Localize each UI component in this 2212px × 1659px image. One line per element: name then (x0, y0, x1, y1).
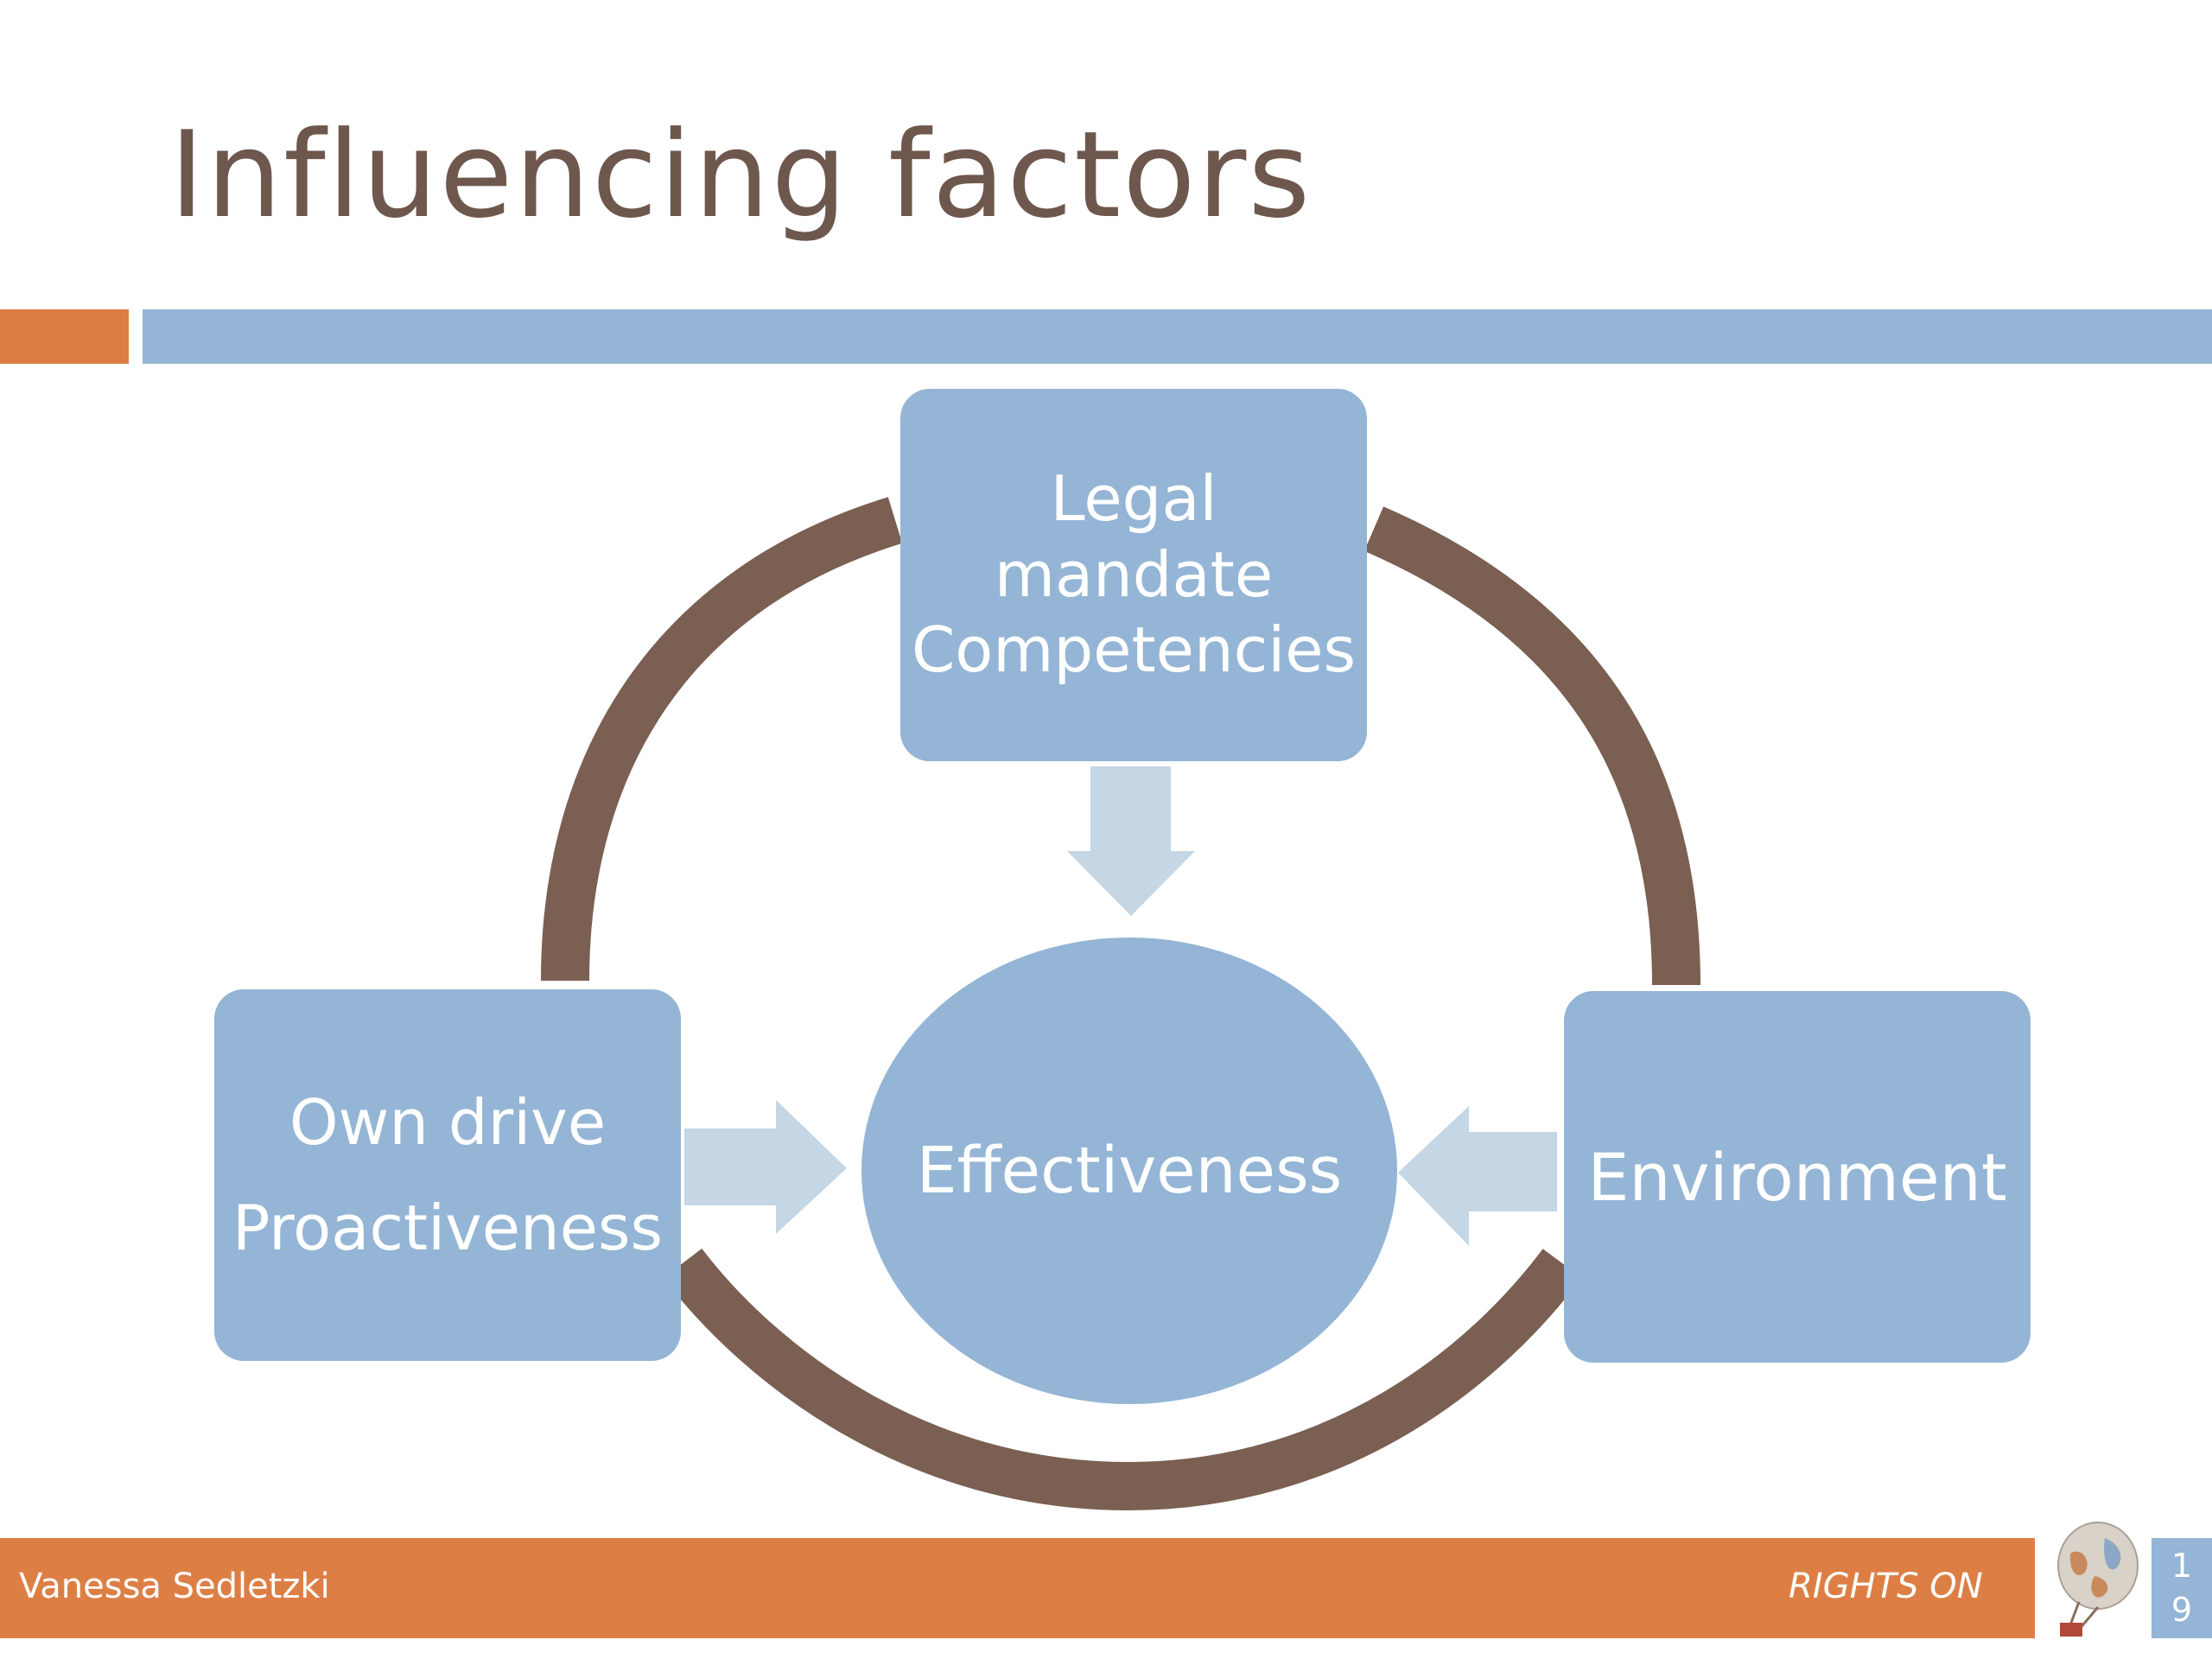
box-own-drive-line2: Proactiveness (232, 1192, 664, 1264)
box-own-drive-line1: Own drive (289, 1085, 607, 1159)
slide-title: Influencing factors (169, 105, 1313, 245)
arrow-right (684, 1100, 847, 1234)
arrow-left (1398, 1106, 1557, 1246)
box-legal-line3: Competencies (911, 613, 1357, 687)
ring-arc-bottom (663, 1249, 1582, 1511)
box-environment-line1: Environment (1587, 1138, 2007, 1216)
ring-arc-top-right (1363, 506, 1700, 986)
footer-bar (0, 1538, 2035, 1638)
title-accent-orange (0, 309, 129, 364)
box-legal-mandate: Legal mandate Competencies (900, 389, 1367, 761)
box-environment: Environment (1564, 991, 2031, 1363)
footer-project: RIGHTS ON (1789, 1567, 1983, 1606)
box-own-drive: Own drive Proactiveness (214, 989, 681, 1361)
footer-author: Vanessa Sedletzki (19, 1567, 330, 1606)
center-effectiveness: Effectiveness (861, 938, 1397, 1404)
slide-number: 1 9 (2152, 1538, 2212, 1638)
ring-arc-top-left (541, 497, 903, 982)
title-accent-bar (143, 309, 2212, 364)
center-label: Effectiveness (916, 1134, 1343, 1208)
arrow-down (1067, 766, 1195, 916)
box-legal-line2: mandate (994, 537, 1274, 611)
balloon-logo-icon (2057, 1522, 2139, 1637)
box-legal-line1: Legal (1050, 461, 1217, 535)
